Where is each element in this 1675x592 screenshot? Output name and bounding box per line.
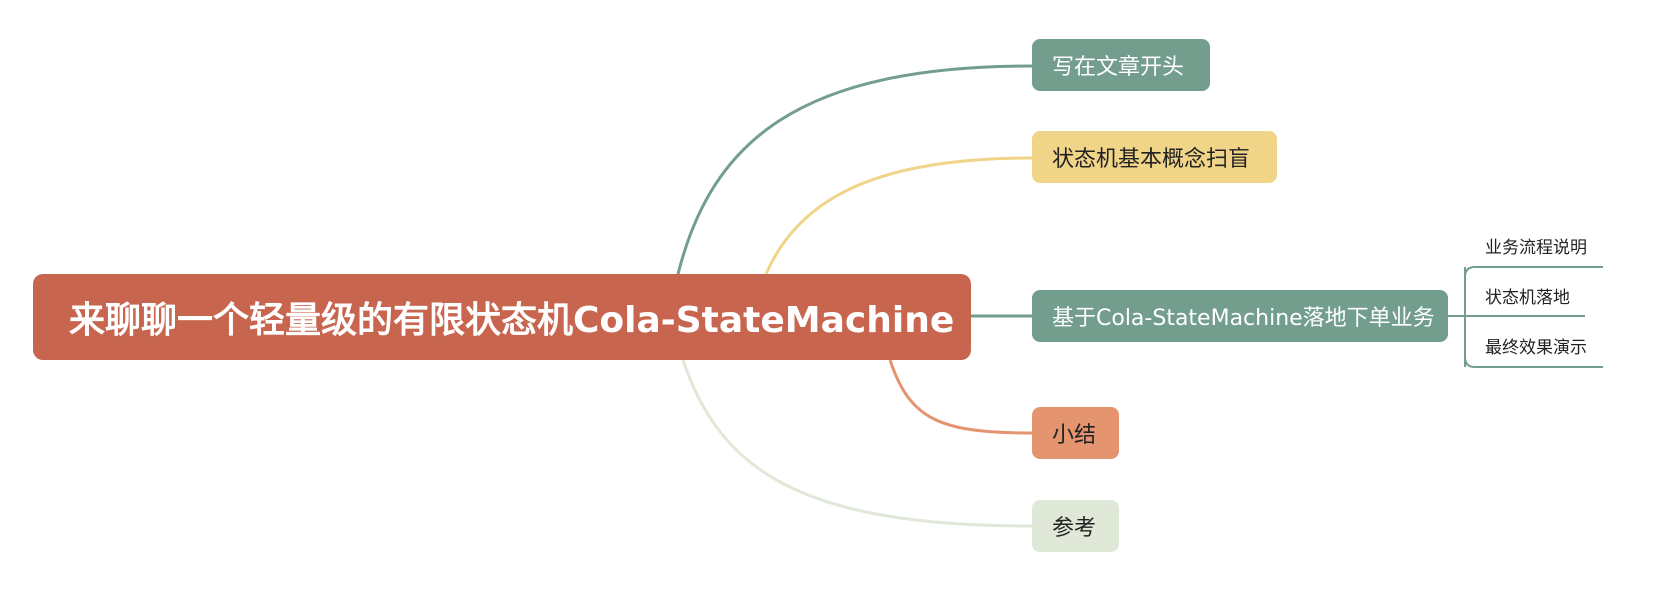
leaf-business-flow[interactable]: 业务流程说明 [1485, 237, 1587, 258]
connector-root-to-summary [888, 359, 1033, 435]
branch-references[interactable]: 参考 [1032, 500, 1119, 552]
connector-root-to-intro [676, 64, 1033, 275]
root-topic[interactable]: 来聊聊一个轻量级的有限状态机Cola-StateMachine [33, 274, 971, 360]
branch-implementation[interactable]: 基于Cola-StateMachine落地下单业务 [1032, 290, 1448, 342]
branch-summary[interactable]: 小结 [1032, 407, 1119, 459]
connector-root-to-concepts [764, 156, 1033, 275]
branch-intro[interactable]: 写在文章开头 [1032, 39, 1210, 91]
branch-concepts[interactable]: 状态机基本概念扫盲 [1032, 131, 1277, 183]
connector-implementation-to-children [1448, 266, 1603, 368]
leaf-demo[interactable]: 最终效果演示 [1485, 337, 1587, 358]
leaf-state-machine-impl[interactable]: 状态机落地 [1485, 287, 1570, 308]
connector-root-to-references [681, 359, 1033, 528]
